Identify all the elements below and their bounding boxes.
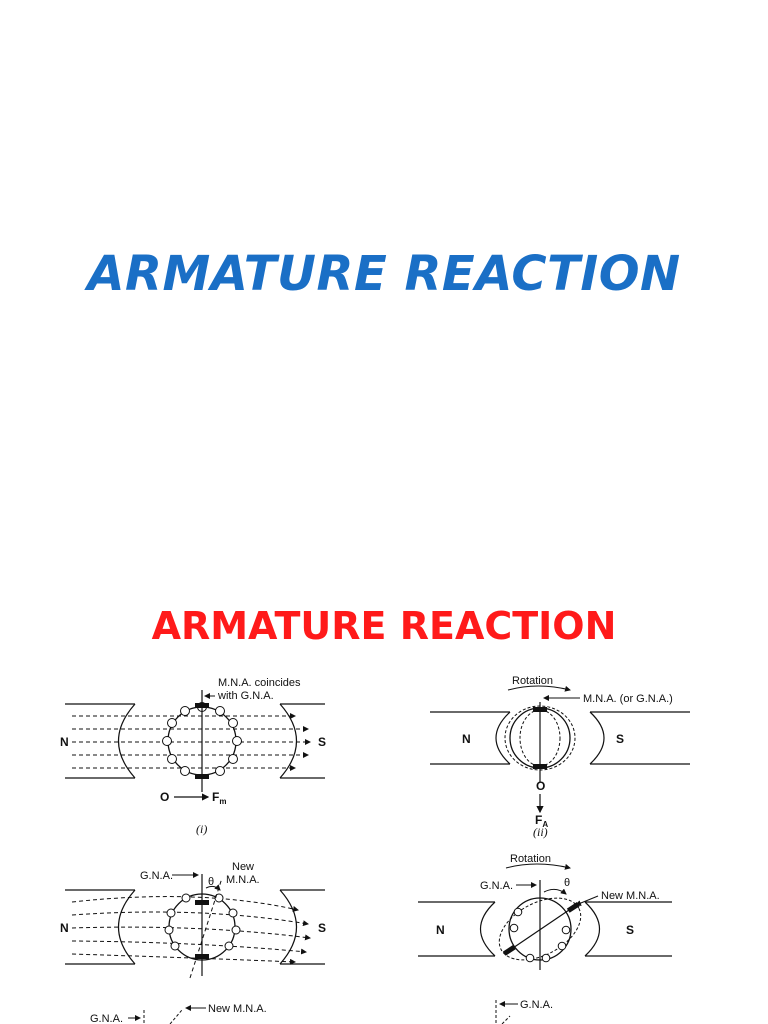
fig2-vector-label: FA: [535, 813, 548, 829]
slide-title: ARMATURE REACTION: [87, 246, 681, 302]
fig5-label-new: New M.N.A.: [208, 1003, 267, 1015]
fig2-label-mna: M.N.A. (or G.N.A.): [583, 693, 673, 705]
fig4-pole-n: N: [436, 923, 445, 937]
fig2-vector-origin: O: [536, 779, 545, 793]
fig2-caption: (ii): [533, 825, 548, 839]
diagram-partial-left: G.N.A. New M.N.A.: [90, 1003, 267, 1024]
fig1-label-line2: with G.N.A.: [217, 690, 274, 702]
fig3-label-new-line2: M.N.A.: [226, 874, 260, 886]
fig3-theta: θ: [208, 876, 214, 888]
fig5-label-gna: G.N.A.: [90, 1013, 123, 1024]
diagram-partial-right: G.N.A.: [495, 999, 553, 1024]
diagram-resultant-field: G.N.A. θ New M.N.A. N S: [60, 861, 326, 979]
fig1-pole-n: N: [60, 735, 69, 749]
fig2-pole-s: S: [616, 732, 624, 746]
fig4-label-gna: G.N.A.: [480, 880, 513, 892]
diagram-main-field: M.N.A. coincides with G.N.A. N S O Fm (i…: [60, 677, 326, 836]
fig3-pole-n: N: [60, 921, 69, 935]
fig1-caption: (i): [196, 822, 207, 836]
fig3-pole-s: S: [318, 921, 326, 935]
fig4-pole-s: S: [626, 923, 634, 937]
diagram-shifted-brushes: Rotation G.N.A. θ New M.N.A. N S: [418, 853, 672, 970]
fig3-label-gna: G.N.A.: [140, 870, 173, 882]
fig2-pole-n: N: [462, 732, 471, 746]
fig3-label-new-line1: New: [232, 861, 254, 873]
fig1-vector-label: Fm: [212, 790, 226, 806]
fig1-label-line1: M.N.A. coincides: [218, 677, 301, 689]
fig1-vector-origin: O: [160, 790, 169, 804]
fig4-rotation: Rotation: [510, 853, 551, 865]
slide-2-title: ARMATURE REACTION: [151, 604, 617, 648]
fig2-rotation: Rotation: [512, 675, 553, 687]
fig4-theta: θ: [564, 877, 570, 889]
diagram-armature-field: Rotation M.N.A. (or G.N.A.) N S O FA (ii…: [430, 675, 690, 839]
fig1-pole-s: S: [318, 735, 326, 749]
fig4-label-new: New M.N.A.: [601, 890, 660, 902]
fig6-label-gna: G.N.A.: [520, 999, 553, 1011]
